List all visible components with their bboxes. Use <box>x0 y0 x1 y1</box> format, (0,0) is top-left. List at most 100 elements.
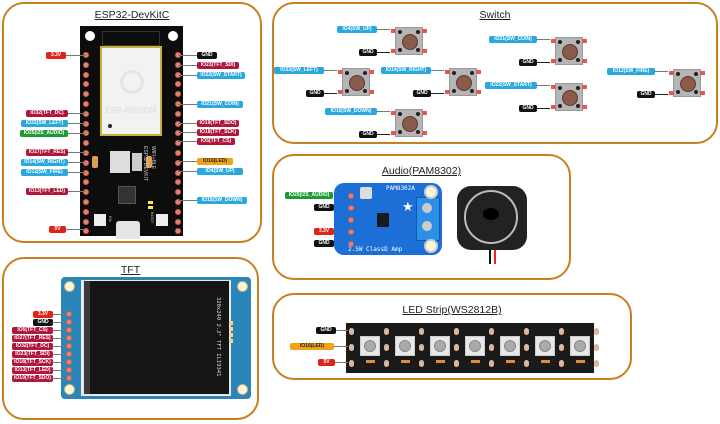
header-pin <box>66 375 72 381</box>
wire <box>655 94 668 95</box>
tft-label-3v3: 3.3V <box>33 311 53 318</box>
wire <box>324 93 337 94</box>
tactile-switch[interactable] <box>338 68 374 96</box>
tft-label-gnd: GND <box>33 319 53 326</box>
switch-leg <box>391 111 396 115</box>
capacitor <box>92 156 98 168</box>
solder-pad <box>489 360 494 367</box>
speaker <box>457 186 527 250</box>
switch-corner <box>694 72 698 76</box>
voltage-regulator <box>110 151 130 173</box>
switch-gnd-label: GND <box>359 131 377 138</box>
wire <box>377 52 390 53</box>
header-pin <box>83 61 89 68</box>
solder-pad <box>384 344 389 351</box>
audio-label-io25: IO25(I2S_AUDIO) <box>285 192 333 199</box>
wire <box>68 191 86 192</box>
led-lens <box>364 340 376 352</box>
header-pin <box>83 199 89 205</box>
tft-board: 320x240 2.2" TFT ILI9341 <box>61 277 251 399</box>
boot-button[interactable] <box>156 214 168 226</box>
board-text: ESP32 DEVKIT <box>142 146 148 182</box>
header-pin <box>83 208 89 215</box>
led-resistor <box>401 360 410 363</box>
switch-leg <box>582 105 587 109</box>
board-text-2: WIFI+BLE <box>150 146 156 169</box>
audio-panel: Audio(PAM8302) PAM8302A 2.5W ClassD Amp … <box>272 154 571 280</box>
switch-cap <box>680 76 696 92</box>
header-pin <box>175 150 181 156</box>
tft-label-sdi: IO23(TFT_SDI) <box>12 351 53 358</box>
speaker-wire-red <box>494 250 496 264</box>
led-resistor <box>576 360 585 363</box>
tft-title: TFT <box>120 264 141 276</box>
ws2812b-led <box>535 336 555 363</box>
ws2812b-led <box>360 336 380 363</box>
wire <box>178 123 198 124</box>
led-strip-panel: LED Strip(WS2812B) GND IO16(LED) 5V <box>272 293 632 380</box>
esp-wroom-module: ESP-WROOM <box>100 46 162 136</box>
switch-corner <box>470 71 474 75</box>
header-pin <box>83 189 89 196</box>
esp32-label-gnd: GND <box>197 52 217 59</box>
wire <box>68 133 86 134</box>
header-pin <box>66 335 72 341</box>
header-pin <box>66 311 72 317</box>
tactile-switch[interactable] <box>551 37 587 65</box>
switch-gnd-label: GND <box>519 59 537 66</box>
switch-corner <box>558 40 562 44</box>
micro-usb-port[interactable] <box>116 221 140 239</box>
switch-gnd-label: GND <box>519 105 537 112</box>
wire <box>52 378 66 379</box>
en-button[interactable] <box>94 214 106 226</box>
wifi-logo-icon <box>120 70 144 94</box>
mounting-hole <box>85 31 95 41</box>
led-lens <box>469 340 481 352</box>
tactile-switch[interactable] <box>391 109 427 137</box>
switch-leg <box>422 49 427 53</box>
tactile-switch[interactable] <box>445 68 481 96</box>
header-pin <box>83 218 89 225</box>
switch-cap <box>402 34 418 50</box>
solder-pad <box>524 328 529 335</box>
switch-corner <box>576 40 580 44</box>
esp32-label-3v3: 3.3V <box>46 52 66 59</box>
tft-label-dc: IO32(TFT_DC) <box>12 343 53 350</box>
esp32-label-io4: IO4(SW_UP) <box>197 168 243 175</box>
potentiometer[interactable] <box>360 187 372 199</box>
wire <box>537 108 550 109</box>
tft-label-led: IO13(TFT_LED) <box>12 367 53 374</box>
esp32-label-io12: IO12(SW_FIRE) <box>21 169 68 176</box>
speaker-dustcap <box>483 208 499 220</box>
solder-pad <box>489 344 494 351</box>
switch-leg <box>551 105 556 109</box>
solder-pad <box>349 360 354 367</box>
switch-corner <box>558 104 562 108</box>
amp-chip <box>377 213 389 227</box>
tft-panel: TFT 320x240 2.2" TFT ILI9341 3.3V GND IO… <box>2 257 259 420</box>
wire <box>537 39 550 40</box>
header-pin <box>83 91 89 98</box>
wire <box>52 314 66 315</box>
solder-pad <box>559 360 564 367</box>
led-label-gnd: GND <box>316 327 336 334</box>
switch-corner <box>416 48 420 52</box>
ws2812b-led <box>500 336 520 363</box>
ws2812b-led <box>395 336 415 363</box>
wire <box>178 200 198 201</box>
wire <box>324 70 337 71</box>
esp32-label-io22: IO22(SW_START) <box>197 72 245 79</box>
esp32-label-io25: IO25(I2S_AUDIO) <box>20 130 68 137</box>
switch-signal-label: IO21(SW_COIN) <box>489 36 537 43</box>
tactile-switch[interactable] <box>551 83 587 111</box>
header-pin <box>175 169 181 176</box>
led-resistor <box>436 360 445 363</box>
switch-leg <box>369 70 374 74</box>
audio-label-gnd-2: GND <box>314 240 334 247</box>
tactile-switch[interactable] <box>391 27 427 55</box>
solder-pad <box>349 328 354 335</box>
led-lens <box>504 340 516 352</box>
led-lens <box>574 340 586 352</box>
tactile-switch[interactable] <box>669 69 705 97</box>
status-led <box>148 201 153 204</box>
